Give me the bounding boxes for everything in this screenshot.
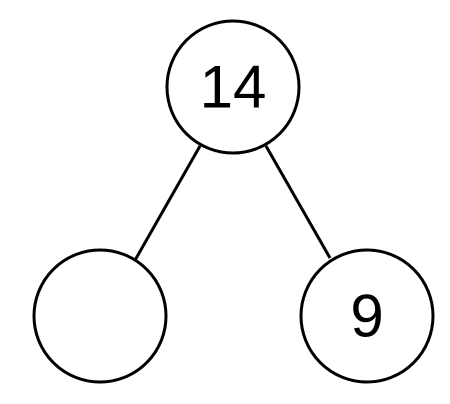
whole-circle	[165, 19, 301, 155]
right-part-value: 9	[350, 283, 383, 350]
whole-value: 14	[200, 54, 267, 121]
edge-whole-to-left-part	[132, 145, 202, 263]
left-part-node	[32, 248, 168, 384]
right-part-node: 9	[299, 248, 435, 384]
right-part-circle	[299, 248, 435, 384]
whole-node: 14	[165, 19, 301, 155]
edge-whole-to-right-part	[264, 145, 332, 259]
left-part-circle	[32, 248, 168, 384]
